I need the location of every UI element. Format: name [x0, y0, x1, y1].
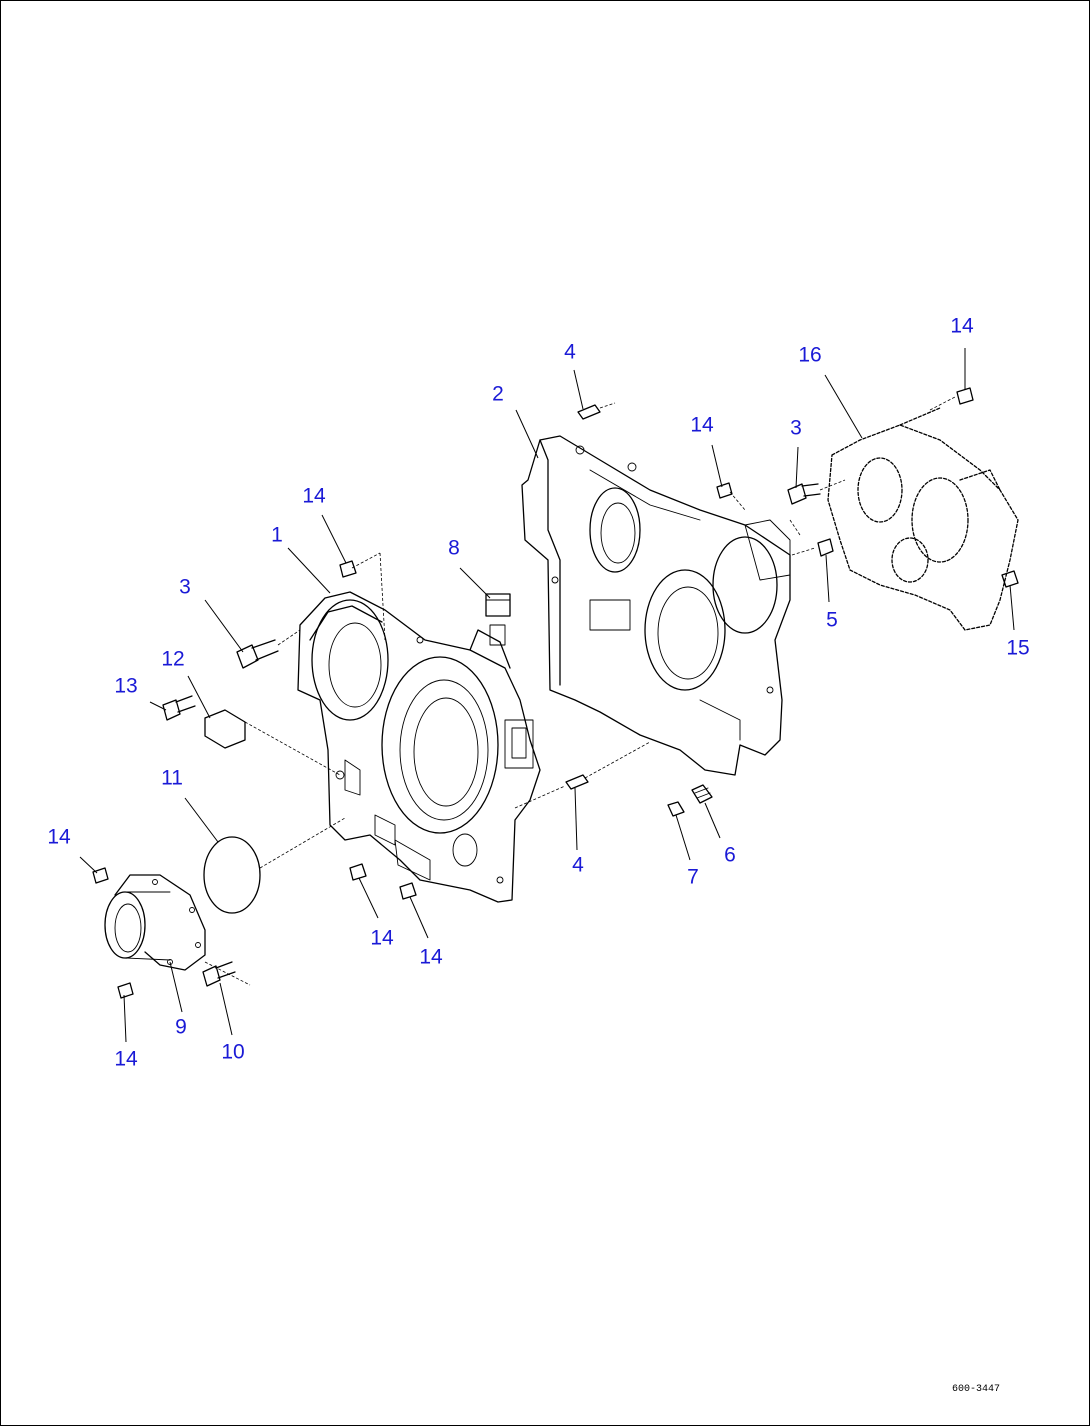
- callout-part-1: 1: [271, 523, 283, 547]
- part-8-sensor: [485, 593, 511, 646]
- dowel-pins: [565, 404, 601, 790]
- callout-part-7: 7: [687, 865, 699, 889]
- bolts: [162, 483, 821, 987]
- callout-part-11: 11: [161, 766, 183, 790]
- callout-part-14: 14: [370, 926, 394, 950]
- part-11-o-ring: [203, 836, 261, 914]
- callout-part-4: 4: [572, 853, 584, 877]
- plugs: [92, 387, 1019, 999]
- part-12-plate: [204, 709, 246, 749]
- callout-part-4: 4: [564, 340, 576, 364]
- callout-part-15: 15: [1006, 636, 1030, 660]
- part-1-front-case: [297, 591, 541, 903]
- callout-part-2: 2: [492, 382, 504, 406]
- callout-part-6: 6: [724, 843, 736, 867]
- part-2-rear-case: [521, 435, 791, 776]
- callout-part-14: 14: [114, 1047, 138, 1071]
- callout-part-13: 13: [114, 674, 138, 698]
- callout-part-14: 14: [419, 945, 443, 969]
- callout-part-12: 12: [161, 647, 185, 671]
- leader-lines: [79, 348, 1015, 1043]
- callout-part-10: 10: [221, 1040, 245, 1064]
- callout-part-9: 9: [175, 1015, 187, 1039]
- drawing-code: 600-3447: [952, 1384, 1001, 1395]
- callout-part-14: 14: [302, 484, 326, 508]
- callout-part-3: 3: [179, 575, 191, 599]
- part-9-cage: [104, 874, 206, 971]
- callout-part-5: 5: [826, 608, 838, 632]
- callout-part-8: 8: [448, 536, 460, 560]
- callout-part-14: 14: [47, 825, 71, 849]
- callout-part-3: 3: [790, 416, 802, 440]
- assembly-lines: [204, 396, 956, 986]
- callout-part-16: 16: [798, 343, 822, 367]
- part-16-housing-phantom: [827, 407, 1019, 631]
- callout-part-14: 14: [950, 314, 974, 338]
- callout-part-14: 14: [690, 413, 714, 437]
